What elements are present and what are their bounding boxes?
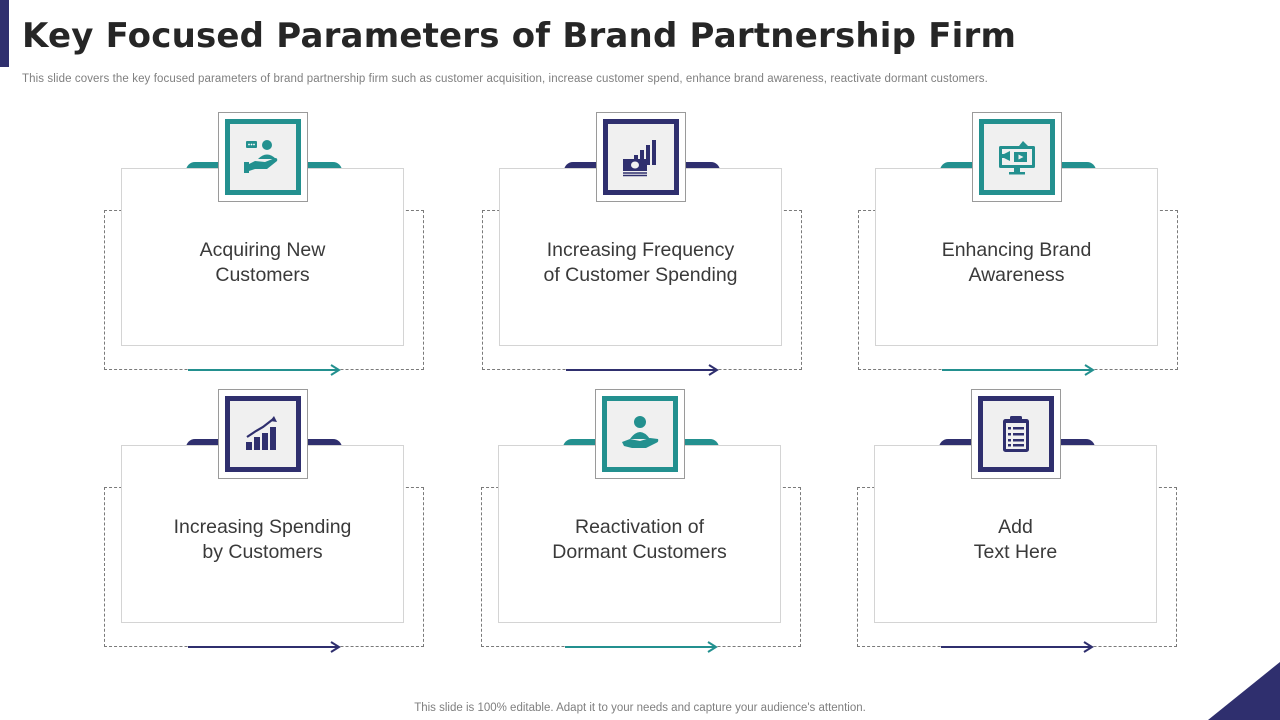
- card-label: Increasing Spending by Customers: [173, 516, 352, 563]
- arrow-right-icon: [188, 364, 341, 376]
- icon-frame: [596, 112, 686, 202]
- card-increasing-spending: Increasing Spending by Customers: [104, 389, 426, 669]
- card-label: Enhancing Brand Awareness: [941, 239, 1092, 286]
- user-in-hand-icon: [622, 416, 659, 448]
- slide-subtitle: This slide covers the key focused parame…: [22, 73, 988, 85]
- card-label: Acquiring New Customers: [199, 239, 326, 286]
- card-label: Reactivation of Dormant Customers: [552, 516, 727, 563]
- arrow-right-icon: [188, 641, 341, 653]
- card-add-text-here: Add Text Here: [857, 389, 1179, 669]
- icon-frame: [595, 389, 685, 479]
- card-acquiring-new-customers: Acquiring New Customers: [104, 112, 426, 392]
- card-label: Add Text Here: [973, 516, 1058, 563]
- money-growth-chart-icon: [623, 140, 656, 177]
- card-increasing-frequency: Increasing Frequency of Customer Spendin…: [482, 112, 804, 392]
- arrow-right-icon: [941, 641, 1094, 653]
- arrow-right-icon: [942, 364, 1095, 376]
- digital-marketing-monitor-icon: [999, 141, 1035, 175]
- slide-footer: This slide is 100% editable. Adapt it to…: [414, 702, 866, 714]
- growth-bar-chart-icon: [246, 416, 277, 450]
- card-enhancing-brand-awareness: Enhancing Brand Awareness: [858, 112, 1180, 392]
- slide-title: Key Focused Parameters of Brand Partners…: [22, 16, 1017, 56]
- title-accent-bar: [0, 0, 9, 67]
- icon-frame: [218, 112, 308, 202]
- icon-frame: [971, 389, 1061, 479]
- icon-frame: [972, 112, 1062, 202]
- arrow-right-icon: [565, 641, 718, 653]
- clipboard-icon: [1003, 416, 1029, 452]
- icon-frame: [218, 389, 308, 479]
- customer-support-icon: [244, 140, 278, 173]
- arrow-right-icon: [566, 364, 719, 376]
- card-reactivation: Reactivation of Dormant Customers: [481, 389, 803, 669]
- corner-triangle-decoration: [1208, 662, 1280, 720]
- card-label: Increasing Frequency of Customer Spendin…: [543, 239, 738, 286]
